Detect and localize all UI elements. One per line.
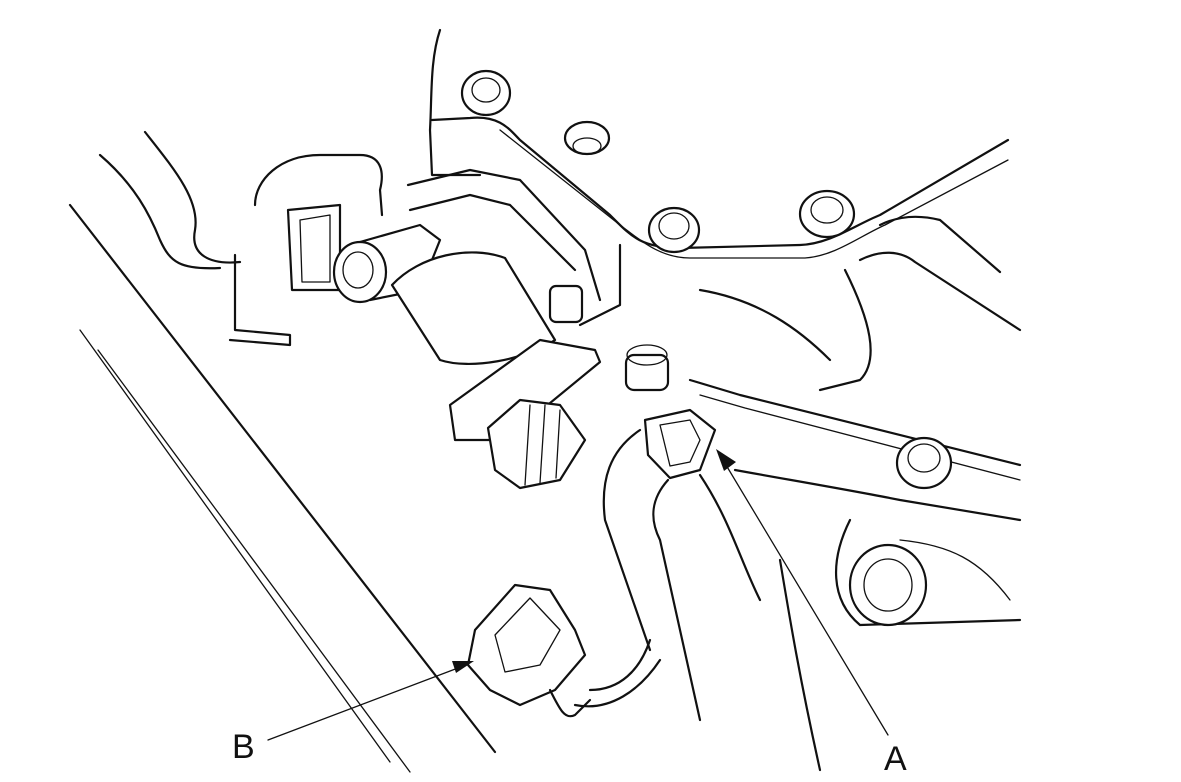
stud-center — [624, 353, 670, 392]
bolt-lower-large — [848, 543, 928, 627]
callout-label-a: A — [884, 740, 907, 778]
shift-solenoid — [332, 168, 602, 490]
transmission-case — [428, 28, 1022, 772]
bolt-mid — [647, 206, 701, 254]
leader-line-b — [267, 661, 474, 741]
connector-b — [466, 583, 662, 718]
bolt-lower-right — [895, 436, 953, 490]
body-panel-edges — [68, 130, 497, 773]
case-bolt-group — [460, 69, 953, 627]
connector-a — [602, 408, 762, 722]
bolt-top — [460, 69, 512, 117]
bolt-right — [798, 189, 856, 239]
solenoid-mount-bolt — [548, 284, 584, 324]
callout-label-b: B — [232, 728, 255, 766]
leader-line-a — [716, 449, 889, 736]
